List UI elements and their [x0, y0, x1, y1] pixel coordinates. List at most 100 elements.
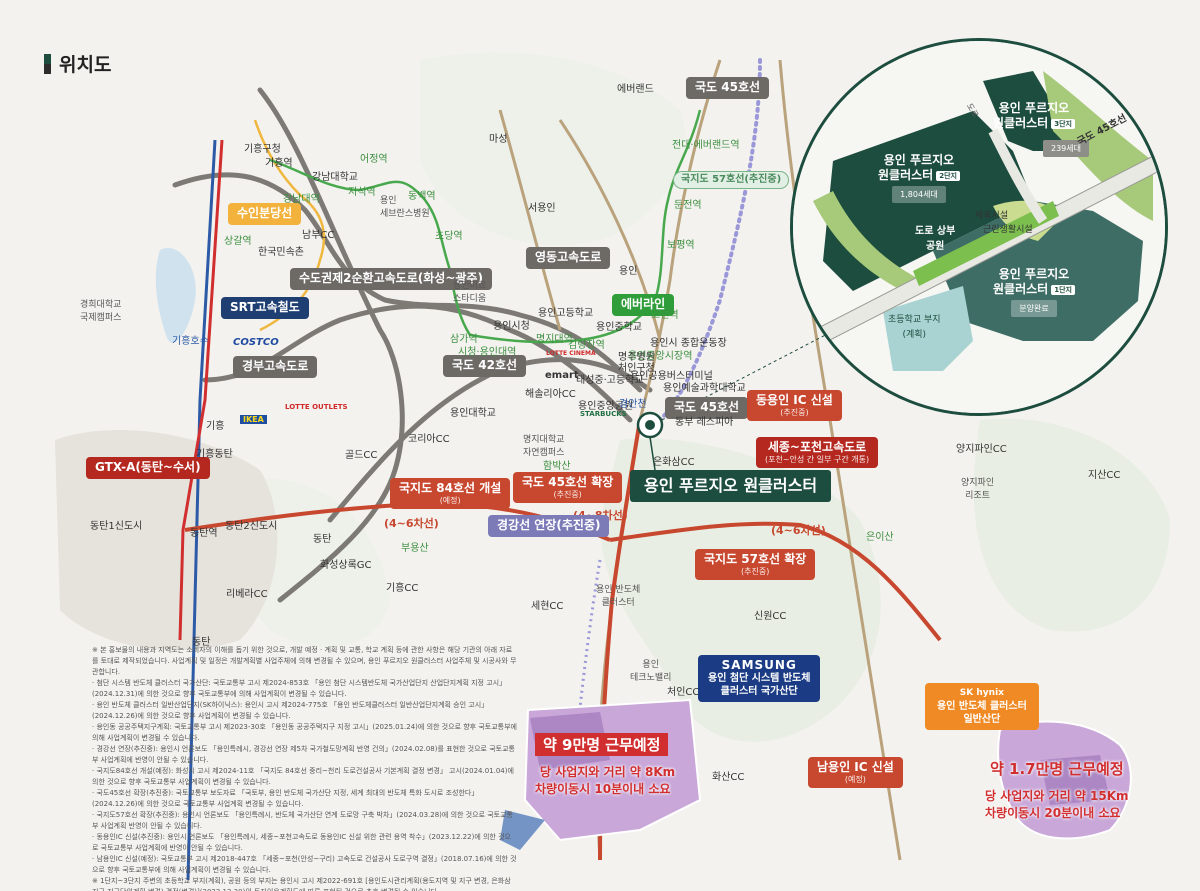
yangji-resort-label: 양지파인 리조트: [961, 478, 995, 501]
site-marker-core: [645, 420, 655, 430]
route57-expand-lanes: (4~6차선): [771, 524, 826, 537]
note-item: · 국지도84호선 개설(예정): 화성시 고시 제2024-11호 「국지도 …: [92, 767, 514, 786]
route84-lanes: (4~6차선): [384, 517, 439, 530]
place-label: 서용인: [528, 203, 556, 214]
sejong-pocheon-tag: 세종~포천고속도로 (포천~안성 간 일부 구간 개통): [756, 437, 879, 468]
main-site-label: 용인 푸르지오 원클러스터: [630, 470, 832, 503]
mountain-label: 부용산: [401, 543, 429, 554]
gtx-tag: GTX-A(동탄~수서): [86, 457, 210, 479]
city-area: [55, 430, 278, 650]
section-header: 위치도: [44, 50, 111, 77]
route45-expand-tag: 국도 45호선 확장 (추진중): [513, 472, 623, 503]
gyeonggang-tag: 경강선 연장(추진중): [488, 515, 610, 537]
station-label: 둔전역: [674, 200, 702, 211]
station-label: 지석역: [348, 187, 376, 198]
note-item: · 용인동 공공주택지구계획: 국토교통부 고시 제2023-30호 「용인동 …: [92, 723, 517, 742]
route42-tag: 국도 42호선: [443, 355, 527, 377]
station-label: 김량장역: [568, 340, 605, 351]
phase2-households-chip: 1,804세대: [892, 186, 946, 203]
place-label: 리베라CC: [226, 589, 268, 600]
kyunghee-label: 경희대학교 국제캠퍼스: [80, 300, 122, 323]
route84-sub: (예정): [439, 495, 461, 505]
samsung-line2: 클러스터 국가산단: [720, 686, 798, 697]
samsung-jobs: 약 9만명 근무예정: [535, 733, 669, 756]
place-label: 양지파인 리조트: [961, 475, 994, 501]
phase2-name: 용인 푸르지오 원클러스터: [878, 153, 955, 182]
myeongji-univ-label: 명지대학교 자연캠퍼스: [523, 435, 565, 458]
yeongdong-tag: 영동고속도로: [526, 247, 611, 269]
inset-school-label: 초등학교 부지 (계획): [888, 313, 941, 343]
place-label: 골드CC: [345, 450, 378, 461]
station-label: 명지대역: [536, 334, 573, 345]
namyongin-ic-tag: 남용인 IC 신설 (예정): [808, 757, 903, 788]
station-label: 전대·에버랜드역: [672, 140, 740, 151]
place-label: 용인 세브란스병원: [380, 193, 430, 219]
sudogwon-tag: 수도권제2순환고속도로(화성~광주): [290, 268, 492, 290]
route57-expand-tag: 국지도 57호선 확장 (추진중): [695, 549, 816, 580]
station-label: 보평역: [667, 240, 695, 251]
school-name: 초등학교 부지 (계획): [888, 315, 941, 340]
skhynix-callout: SK hynix 용인 반도체 클러스터 일반산단: [925, 683, 1039, 730]
note-item: ※ 본 홍보물의 내용과 지역도는 소비자의 이해를 돕기 위한 것으로, 개발…: [92, 646, 517, 676]
mountain-label: 은이산: [866, 532, 894, 543]
place-label: 화산CC: [712, 772, 745, 783]
place-label: 화성상록GC: [320, 560, 372, 571]
skhynix-distance: 당 사업지와 거리 약 15Km: [985, 789, 1129, 803]
inset-canvas: [793, 41, 1165, 413]
station-label: 용인중앙시장역: [628, 351, 693, 362]
phase1-name: 용인 푸르지오 원클러스터: [993, 267, 1070, 296]
route57-expand: [609, 521, 942, 642]
route57-expand-title: 국지도 57호선 확장: [704, 552, 807, 566]
namyongin-ic-title: 남용인 IC 신설: [817, 760, 894, 774]
emart-logo: emart: [545, 370, 579, 381]
place-label: 동탄1신도시: [90, 521, 143, 532]
place-label: 동부 레스피아: [675, 417, 734, 428]
place-label: 용인미르 스타디움: [453, 278, 486, 304]
place-label: 에버랜드: [617, 84, 654, 95]
route45-expand-title: 국도 45호선 확장: [522, 475, 614, 489]
place-label: 용인예술과학대학교: [663, 383, 746, 394]
station-label: 초당역: [435, 231, 463, 242]
phase3-block: [983, 71, 1068, 151]
place-label: 처인구청: [618, 363, 655, 374]
place-label: 용인중앙공원: [578, 401, 634, 412]
route45-north: [638, 59, 722, 421]
samsung-distance: 당 사업지와 거리 약 8Km: [540, 765, 676, 779]
note-item: · 경강선 연장(추진중): 용인시 언론보도 「용인특례시, 경강선 연장 제…: [92, 745, 515, 764]
gyeongbu-tag: 경부고속도로: [233, 356, 318, 378]
river-label: 경안천: [619, 399, 647, 410]
route45-top-tag: 국도 45호선: [686, 77, 770, 99]
route57-expand-sub: (추진중): [741, 566, 770, 576]
samsung-brand: SAMSUNG: [721, 658, 797, 672]
note-item: · 국지도57호선 확장(추진중): 용인시 언론보도 「용인특례시, 반도체 …: [92, 811, 513, 830]
skhynix-time: 차량이동시 20분이내 소요: [985, 806, 1121, 820]
namyongin-ic-sub: (예정): [844, 774, 866, 784]
note-item: · 국도45호선 확장(추진중): 국토교통부 보도자료 「국토부, 용인 반도…: [92, 789, 479, 808]
park-strip: [913, 201, 1059, 286]
place-label: 기흥CC: [386, 583, 419, 594]
phase3-name: 용인 푸르지오 원클러스터: [993, 101, 1070, 130]
place-label: 용인 테크노밸리: [630, 657, 671, 683]
place-label: 남부CC: [302, 230, 335, 241]
sejong-pocheon-sub: (포천~안성 간 일부 구간 개통): [765, 454, 870, 464]
header-bar-icon: [44, 53, 51, 74]
lotte-cinema-logo: LOTTE CINEMA: [546, 350, 596, 357]
place-label: 신원CC: [754, 611, 787, 622]
technovalley-label: 용인 테크노밸리: [630, 660, 672, 683]
green-belt: [813, 191, 923, 291]
skhynix-line2: 일반산단: [963, 714, 1001, 725]
phase2-block: [823, 111, 1033, 291]
srt-line: [186, 139, 217, 881]
station-label: 시청·용인대역: [458, 347, 517, 358]
note-item: · 첨단 시스템 반도체 클러스터 국가산단: 국토교통부 고시 제2024-8…: [92, 679, 507, 698]
place-label: 기흥: [206, 421, 225, 432]
bundang-tag: 수인분당선: [228, 203, 302, 225]
park-name: 도로 상부 공원: [915, 226, 956, 252]
samsung-time: 차량이동시 10분이내 소요: [535, 782, 671, 796]
place-label: 기흥역: [265, 158, 293, 169]
route57-plan-tag: 국지도 57호선(추진중): [673, 171, 790, 189]
route84-title: 국지도 84호선 개설: [399, 481, 502, 495]
